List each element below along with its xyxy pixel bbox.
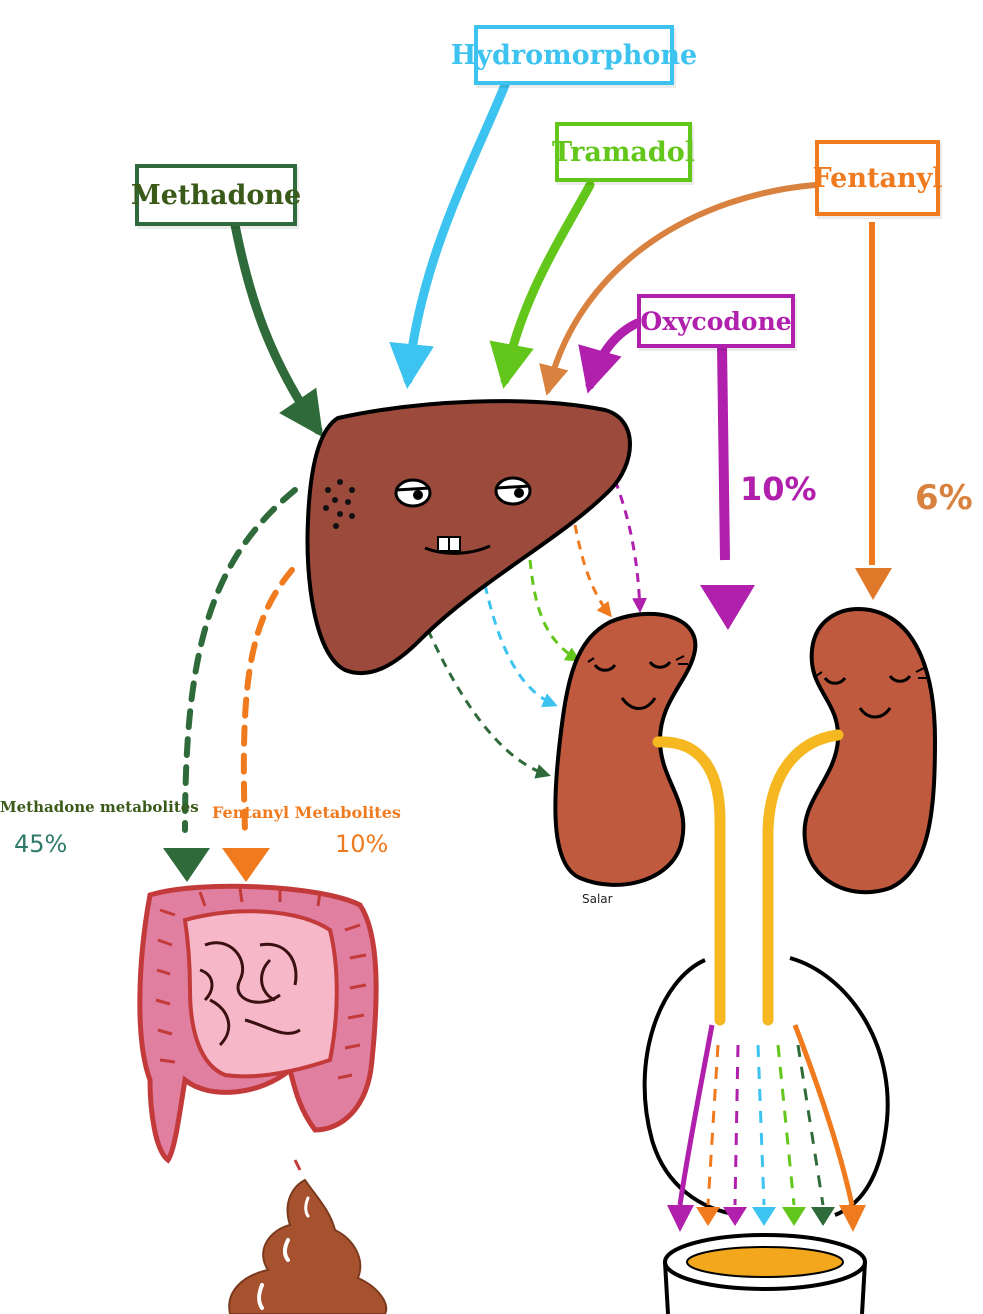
- methadone-box: Methadone: [135, 164, 297, 226]
- oxycodone-renal-percent: 10%: [740, 470, 817, 508]
- methadone-label: Methadone: [131, 182, 301, 209]
- methadone-metabolites-percent: 45%: [14, 830, 67, 858]
- fentanyl-metabolites-percent: 10%: [335, 830, 388, 858]
- fentanyl-label: Fentanyl: [812, 165, 942, 192]
- liver-icon: [307, 401, 630, 673]
- fentanyl-kidney-arrowhead: [855, 568, 892, 600]
- fentanyl-gut-arrowhead: [222, 848, 270, 882]
- fentanyl-metabolites-label: Fentanyl Metabolites: [212, 803, 401, 822]
- fentanyl-renal-percent: 6%: [915, 478, 973, 518]
- left-kidney-icon: [555, 614, 695, 885]
- intestine-icon: [140, 886, 376, 1170]
- gut-metabolite-arrows: [163, 490, 295, 882]
- oxycodone-liver-arrow: [590, 322, 640, 385]
- fentanyl-gut-path: [244, 570, 292, 830]
- fentanyl-box: Fentanyl: [815, 140, 940, 216]
- tramadol-label: Tramadol: [552, 139, 695, 166]
- ureters: [658, 735, 838, 1020]
- tramadol-arrow: [505, 185, 590, 380]
- oxycodone-kidney-arrow: [722, 345, 725, 560]
- fentanyl-liver-arrow: [548, 185, 815, 390]
- oxycodone-box: Oxycodone: [637, 294, 795, 348]
- methadone-metabolites-label: Methadone metabolites: [0, 798, 199, 816]
- tramadol-box: Tramadol: [555, 122, 692, 182]
- methadone-gut-arrowhead: [163, 848, 210, 882]
- toilet-icon: [665, 1235, 865, 1314]
- methadone-gut-path: [185, 490, 295, 830]
- direct-renal-arrows: [700, 222, 892, 630]
- methadone-arrow: [235, 225, 318, 430]
- oxycodone-kidney-arrowhead: [700, 585, 755, 630]
- artist-signature: Salar: [582, 892, 613, 906]
- hydromorphone-label: Hydromorphone: [451, 42, 697, 69]
- oxycodone-label: Oxycodone: [640, 309, 791, 334]
- stool-icon: [229, 1180, 386, 1314]
- hydromorphone-box: Hydromorphone: [474, 25, 674, 85]
- hydromorphone-arrow: [408, 85, 505, 380]
- right-kidney-icon: [805, 609, 935, 892]
- drug-to-liver-arrows: [235, 85, 815, 430]
